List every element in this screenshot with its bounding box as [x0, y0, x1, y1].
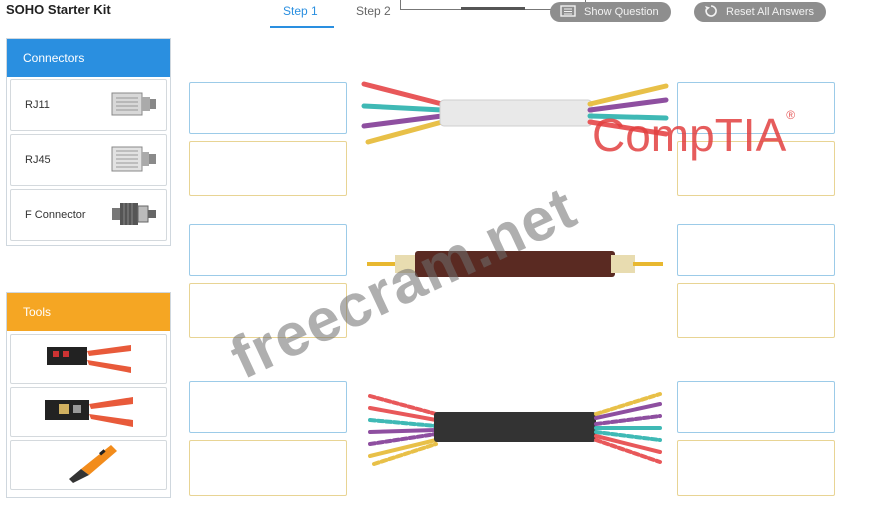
connector-label: RJ45 [25, 154, 51, 166]
tab-step-2[interactable]: Step 2 [356, 4, 391, 18]
drop-target-cable1-left-connector[interactable] [189, 82, 347, 134]
drop-target-cable3-right-connector[interactable] [677, 381, 835, 433]
connectors-panel: Connectors RJ11 RJ45 F Connector [6, 38, 171, 246]
drop-target-cable2-right-tool[interactable] [677, 283, 835, 338]
crimper-icon [41, 392, 137, 433]
drop-target-cable3-left-connector[interactable] [189, 381, 347, 433]
f-connector-icon [110, 199, 158, 232]
drop-target-cable1-left-tool[interactable] [189, 141, 347, 196]
show-question-button[interactable]: Show Question [550, 2, 671, 22]
coaxial-cable-image [367, 251, 663, 277]
reset-icon [704, 4, 718, 21]
tool-item-crimper[interactable] [10, 387, 167, 437]
drop-target-cable3-right-tool[interactable] [677, 440, 835, 496]
reset-all-answers-button[interactable]: Reset All Answers [694, 2, 827, 22]
connector-label: F Connector [25, 209, 86, 221]
connectors-panel-title: Connectors [7, 39, 170, 77]
drop-target-cable1-right-connector[interactable] [677, 82, 835, 134]
reset-all-answers-label: Reset All Answers [726, 6, 815, 18]
cable-stripper-icon [43, 339, 135, 380]
tool-item-cable-stripper[interactable] [10, 334, 167, 384]
drop-target-cable2-right-connector[interactable] [677, 224, 835, 276]
ethernet-cable-image [368, 392, 662, 466]
rj11-plug-icon [110, 89, 158, 122]
tab-step-1[interactable]: Step 1 [283, 4, 318, 18]
punch-down-tool-icon [59, 441, 119, 490]
active-tab-indicator [270, 26, 334, 28]
document-icon [560, 4, 576, 20]
connector-item-rj11[interactable]: RJ11 [10, 79, 167, 131]
app-title: SOHO Starter Kit [6, 2, 111, 17]
telephone-cable-image [361, 81, 669, 145]
tool-item-punch-down[interactable] [10, 440, 167, 490]
drop-target-cable2-left-connector[interactable] [189, 224, 347, 276]
tools-panel-title: Tools [7, 293, 170, 331]
drop-target-cable2-left-tool[interactable] [189, 283, 347, 338]
drop-target-cable3-left-tool[interactable] [189, 440, 347, 496]
connector-item-rj45[interactable]: RJ45 [10, 134, 167, 186]
show-question-label: Show Question [584, 6, 659, 18]
connector-label: RJ11 [25, 99, 50, 111]
connector-item-f-connector[interactable]: F Connector [10, 189, 167, 241]
rj45-plug-icon [110, 144, 158, 177]
drop-target-cable1-right-tool[interactable] [677, 141, 835, 196]
tools-panel: Tools [6, 292, 171, 498]
